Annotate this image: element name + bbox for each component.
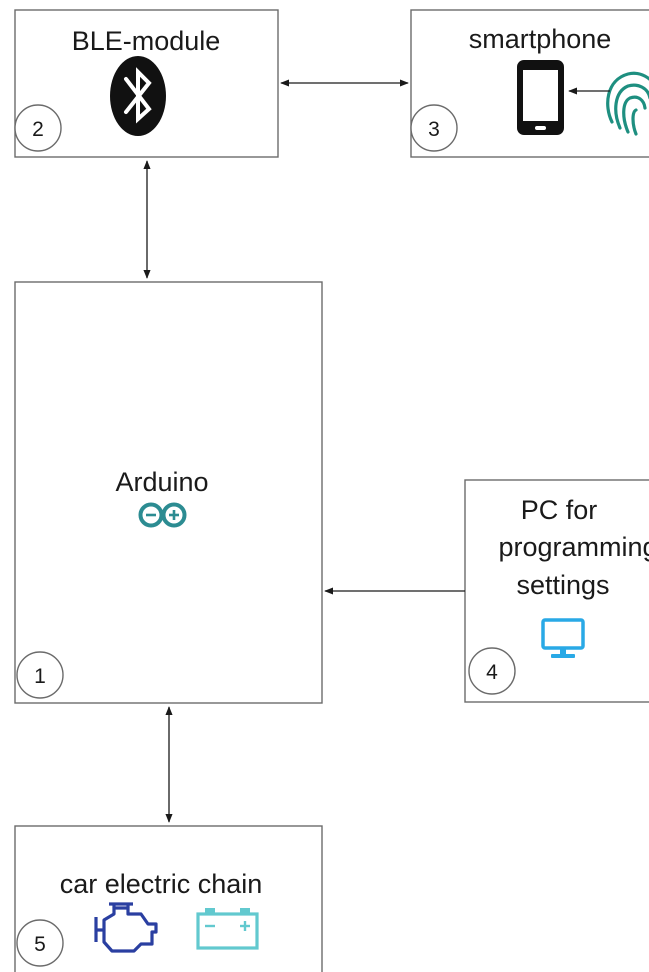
- engine-icon: [94, 902, 158, 953]
- monitor-icon: [541, 618, 585, 658]
- smartphone-number: 3: [428, 118, 440, 141]
- ble-module-label: BLE-module: [72, 26, 221, 56]
- battery-icon: [196, 908, 259, 950]
- pc-label-line-3: settings: [516, 570, 609, 600]
- smartphone-icon: [517, 60, 564, 135]
- arduino-label: Arduino: [115, 467, 208, 497]
- smartphone-node: smartphone 3: [410, 9, 649, 158]
- node-number-badge-2: 2: [14, 104, 62, 152]
- pc-number: 4: [486, 661, 498, 684]
- node-number-badge-5: 5: [16, 919, 64, 967]
- arduino-number: 1: [34, 665, 46, 688]
- car-electric-chain-box: [14, 825, 323, 972]
- node-number-badge-3: 3: [410, 104, 458, 152]
- car-electric-chain-label: car electric chain: [60, 869, 263, 899]
- car-electric-chain-node: car electric chain 5: [14, 825, 323, 972]
- smartphone-label: smartphone: [469, 24, 612, 54]
- bluetooth-icon: [110, 56, 166, 136]
- pc-label-line-2: programming: [498, 532, 649, 562]
- car-electric-chain-number: 5: [34, 933, 46, 956]
- pc-node: PC for programming settings 4: [464, 479, 649, 703]
- ble-module-number: 2: [32, 118, 44, 141]
- node-number-badge-1: 1: [16, 651, 64, 699]
- ble-module-node: BLE-module 2: [14, 9, 279, 158]
- node-number-badge-4: 4: [468, 647, 516, 695]
- arduino-box: [14, 281, 323, 704]
- pc-label-line-1: PC for: [521, 495, 598, 525]
- arduino-logo-icon: [138, 502, 187, 528]
- fingerprint-icon: [606, 71, 649, 136]
- arduino-node: Arduino 1: [14, 281, 323, 704]
